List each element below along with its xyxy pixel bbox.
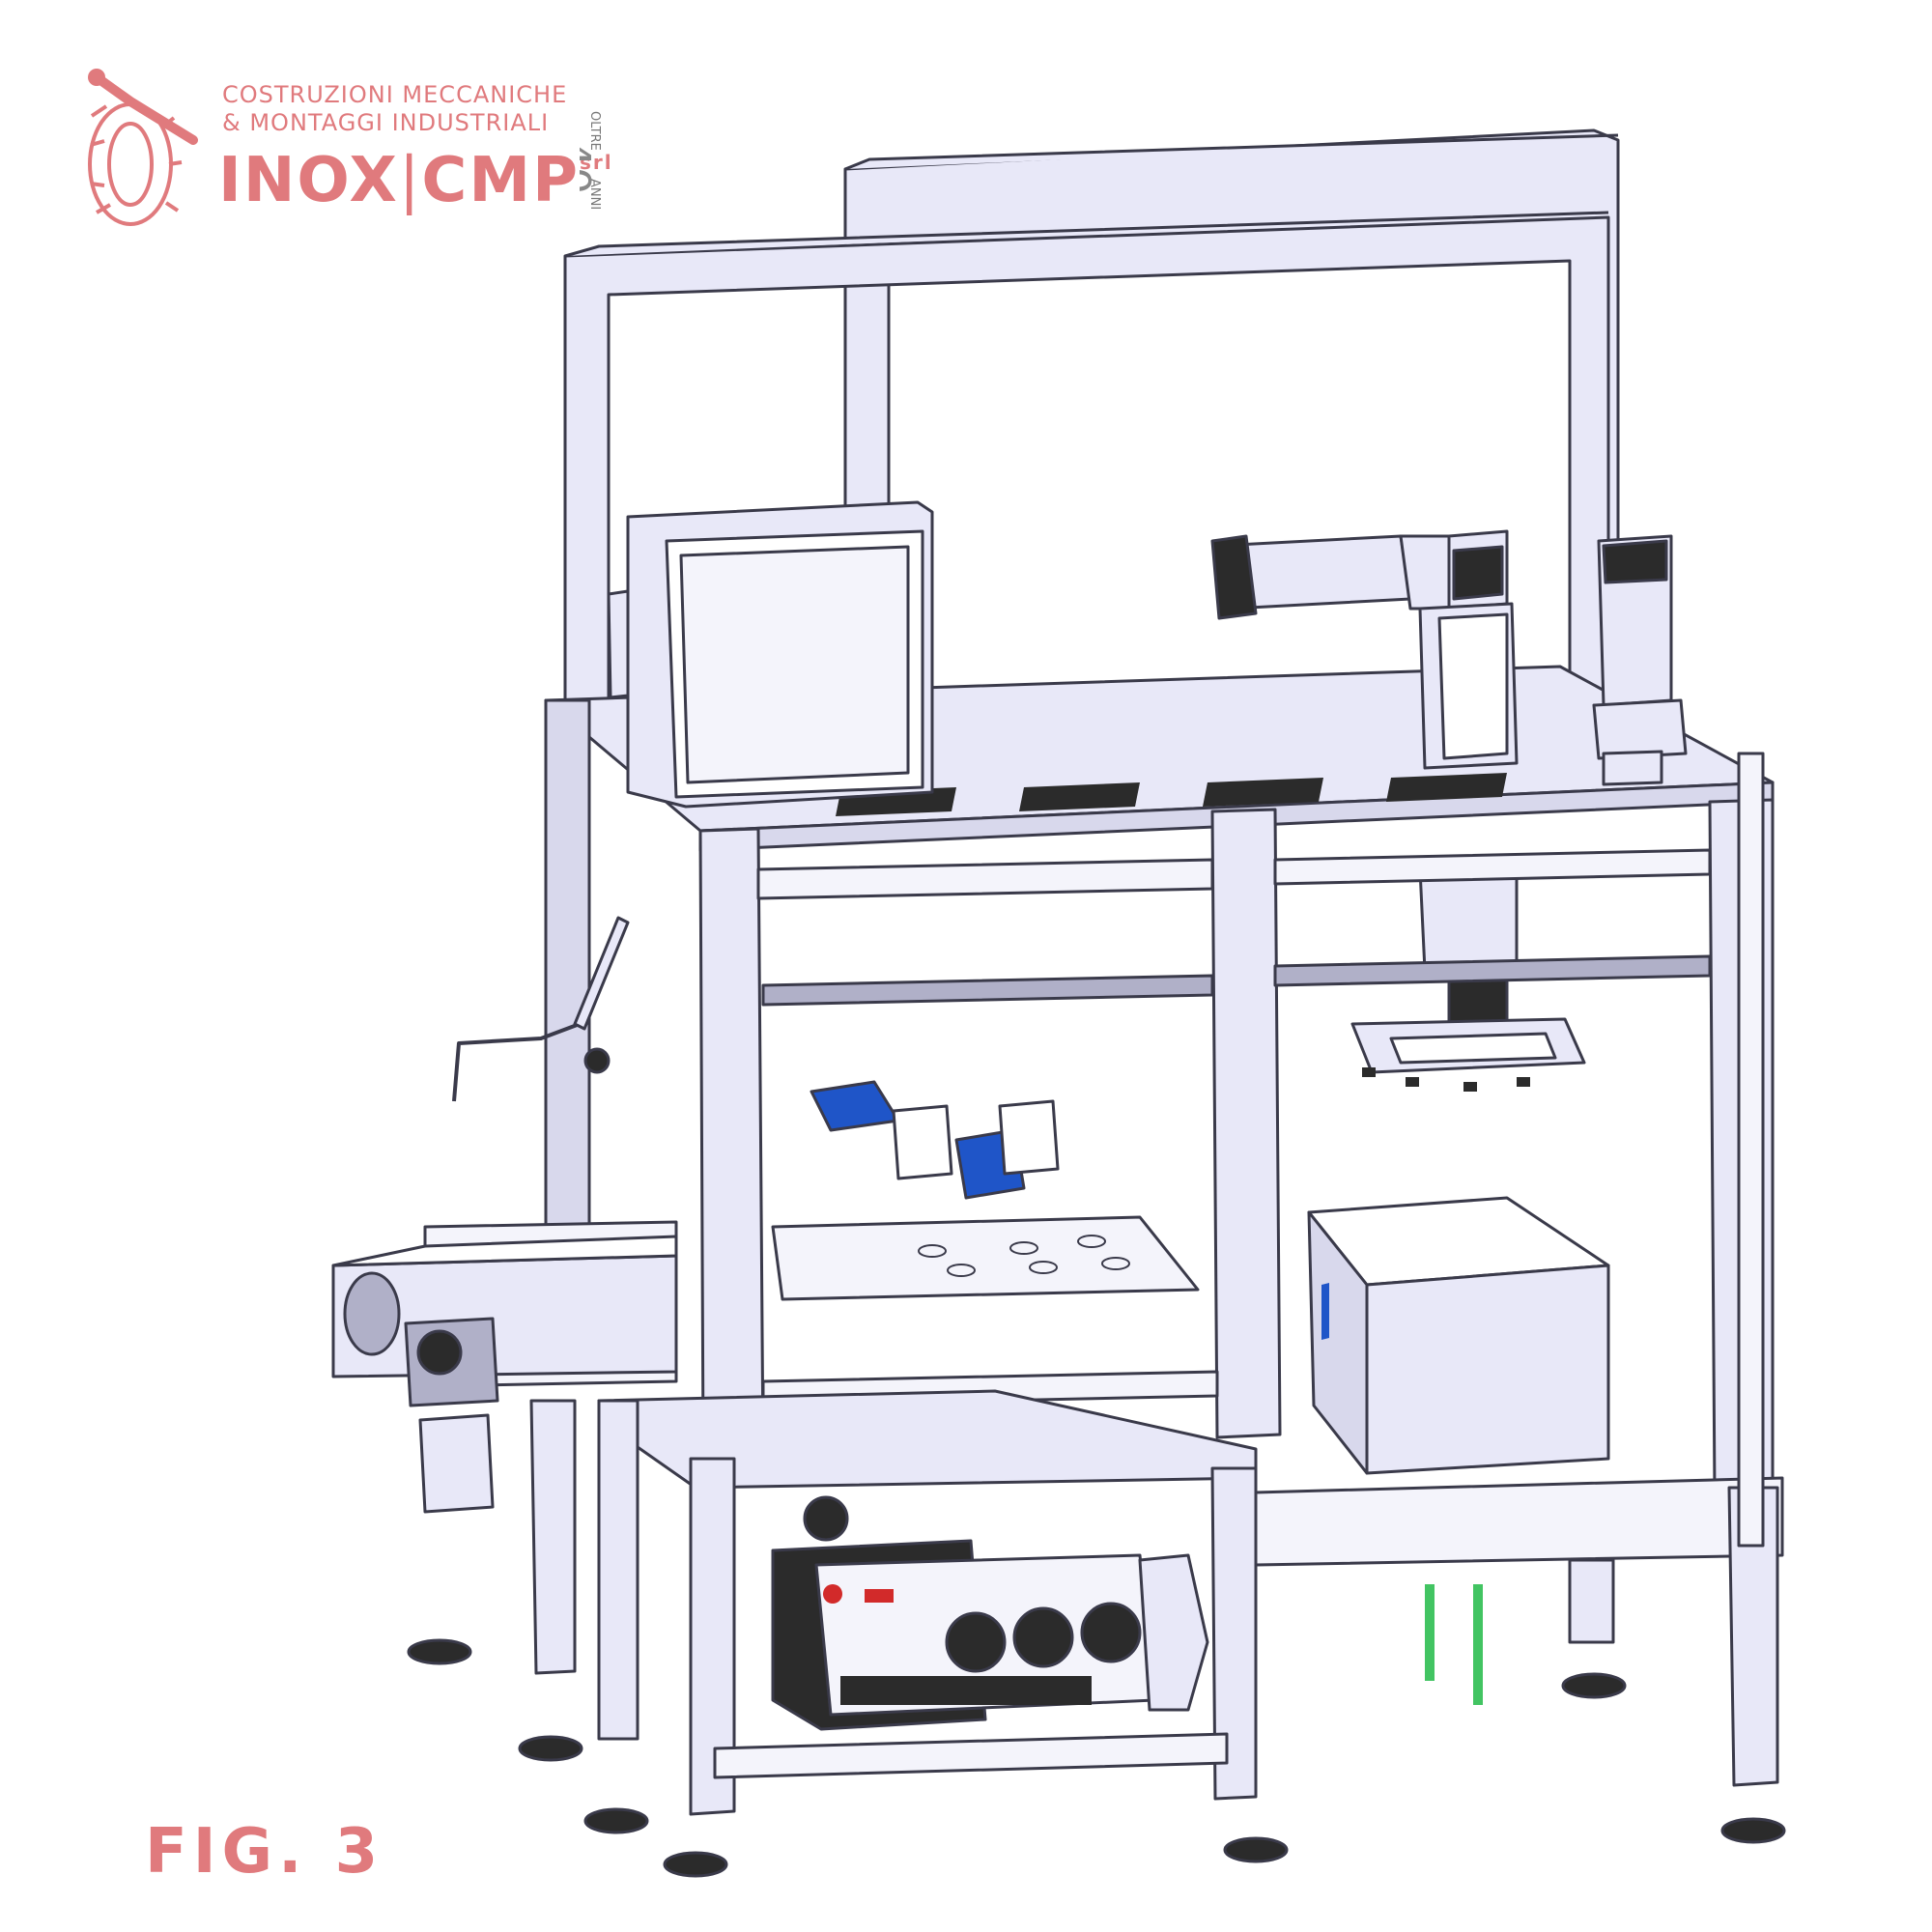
logo-brand-name: INOX|CMPsrl [218,145,613,216]
leveling-feet [407,1638,1786,1878]
lever-handle-icon [452,1022,581,1102]
infeed-conveyor [331,1220,678,1388]
badge-bottom-text: ANNI [587,179,602,210]
servo-motor-horizontal-icon [1210,529,1509,620]
figure-label: FIG. 3 [145,1816,384,1888]
gear-emblem-icon [88,69,198,226]
servo-motor-vertical-icon [1592,534,1688,786]
logo-tagline-line1: COSTRUZIONI MECCANICHE [222,81,568,108]
brand-left: INOX [218,145,399,216]
front-portal-frame [563,211,1610,736]
badge-top-text: OLTRE [587,111,602,151]
perforated-work-table [771,1215,1200,1301]
brand-right: CMP [421,145,580,216]
badge-number-text: 40 [580,140,599,194]
brand-separator: | [398,145,422,216]
collection-bin [1307,1196,1610,1475]
right-side-pipe [1737,752,1765,1548]
vacuum-pump-icon [771,1495,1209,1731]
anniversary-badge: OLTRE 40 ANNI [580,111,602,210]
company-logo: COSTRUZIONI MECCANICHE & MONTAGGI INDUST… [77,48,657,232]
green-pipes [1425,1584,1483,1705]
brand-suffix: srl [579,151,613,174]
logo-tagline-line2: & MONTAGGI INDUSTRIALI [222,109,550,136]
upper-cabinet-frame [544,698,1775,1497]
inner-crossbar [761,974,1214,1007]
suction-gripper-icon [1350,1017,1586,1092]
hmi-monitor-icon [607,500,934,809]
vertical-axis-column [1418,602,1519,1028]
lower-base-frame [529,1389,1784,1816]
blue-belt-conveyor [810,1080,1060,1200]
gear-motor-icon [404,1317,499,1514]
